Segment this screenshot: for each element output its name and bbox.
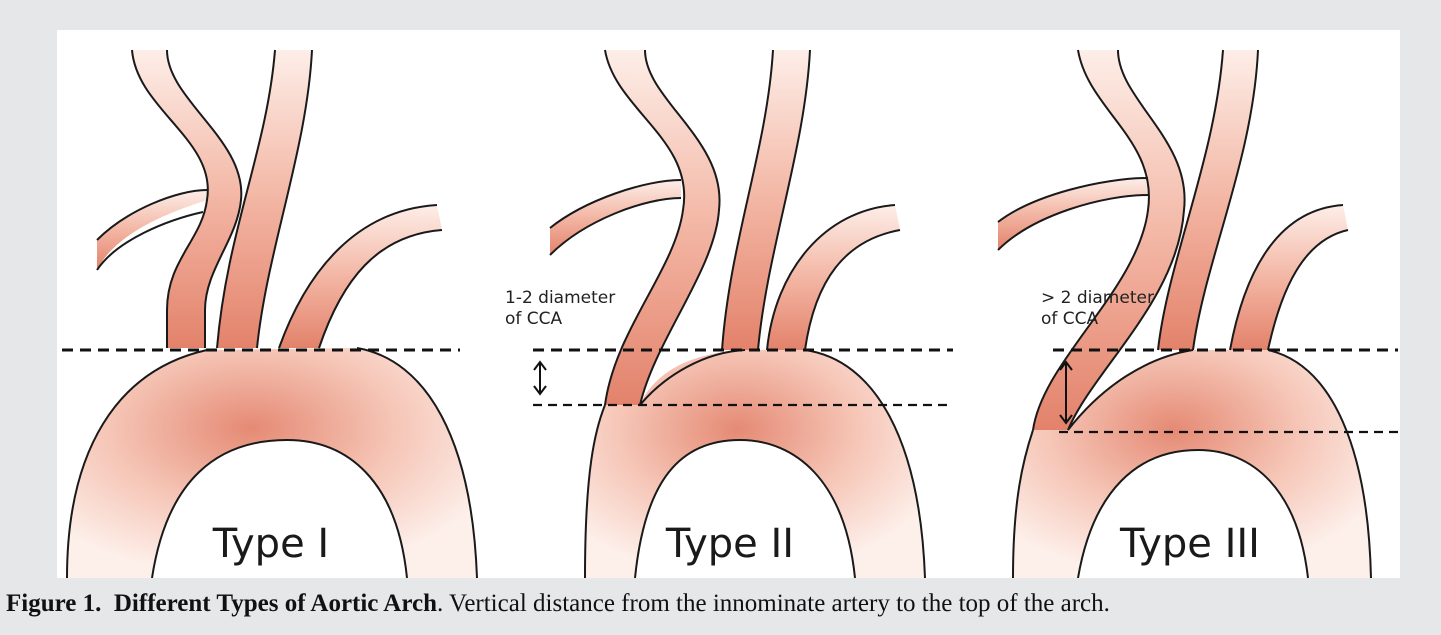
panel-label: Type II: [665, 521, 794, 567]
distance-annotation-line1: > 2 diameter: [1041, 288, 1154, 308]
distance-annotation-line2: of CCA: [505, 309, 563, 329]
distance-annotation-line1: 1-2 diameter: [505, 288, 615, 308]
panel-type-ii: 1-2 diameter of CCA Type II: [505, 30, 953, 578]
panel-label: Type I: [212, 521, 329, 567]
figure-frame: Type I 1-2 diameter: [57, 30, 1400, 578]
figure-title: Different Types of Aortic Arch: [114, 590, 437, 617]
panel-type-iii: > 2 diameter of CCA Type III: [953, 30, 1400, 578]
figure-number: Figure 1.: [6, 590, 101, 617]
figure-caption: Figure 1. Different Types of Aortic Arch…: [6, 590, 1110, 618]
aortic-arch-illustration: [550, 50, 925, 578]
panel-type-i: Type I: [57, 30, 505, 578]
panel-label: Type III: [1119, 521, 1260, 567]
distance-arrow: [534, 362, 546, 394]
aortic-arch-illustration: [67, 50, 477, 578]
distance-annotation-line2: of CCA: [1041, 309, 1099, 329]
figure-caption-text: . Vertical distance from the innominate …: [437, 590, 1110, 617]
